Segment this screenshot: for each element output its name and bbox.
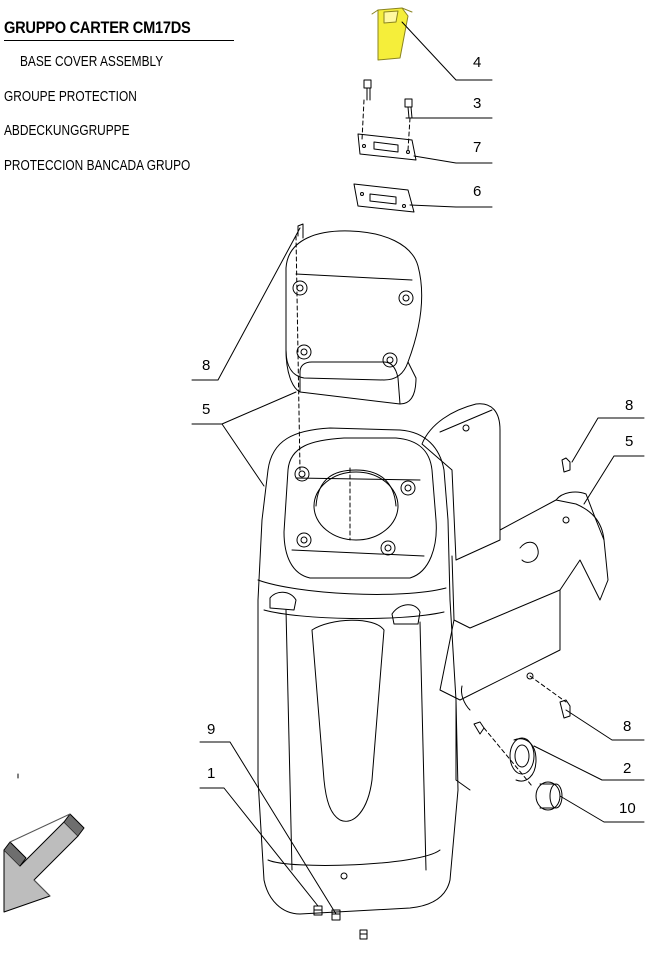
callout-8-top: 8 [202, 357, 210, 374]
part-7-plate [357, 133, 417, 161]
leader-lines [191, 21, 645, 915]
main-base-cover [257, 427, 459, 915]
callout-6: 6 [473, 183, 481, 200]
subtitle-de: ABDECKUNGGRUPPE [4, 123, 130, 139]
callout-10: 10 [619, 800, 636, 817]
part-4-bracket [371, 7, 413, 61]
callout-1: 1 [207, 765, 215, 782]
callout-8-right: 8 [625, 397, 633, 414]
title-underline [4, 40, 234, 41]
part-10-cap [535, 781, 563, 811]
callout-8-lower: 8 [623, 718, 631, 735]
subtitle-es: PROTECCION BANCADA GRUPO [4, 158, 191, 174]
callout-2: 2 [623, 760, 631, 777]
subtitle-en: BASE COVER ASSEMBLY [20, 54, 164, 70]
callout-3: 3 [473, 95, 481, 112]
subtitle-fr: GROUPE PROTECTION [4, 89, 137, 105]
callout-4: 4 [473, 54, 481, 71]
callout-labels: 4 3 7 6 8 5 8 5 8 2 10 9 1 [202, 54, 636, 817]
callout-5-left: 5 [202, 401, 210, 418]
part-3-screws [363, 79, 413, 119]
right-arm-housing [421, 403, 609, 791]
callout-7: 7 [473, 139, 481, 156]
callout-5-right: 5 [625, 433, 633, 450]
title-block: GRUPPO CARTER CM17DS [4, 18, 236, 41]
part-2-grommet [509, 737, 537, 782]
page-title: GRUPPO CARTER CM17DS [4, 18, 191, 37]
part-6-plate [353, 183, 415, 213]
direction-arrow-icon [3, 813, 85, 913]
callout-9: 9 [207, 721, 215, 738]
top-cover [285, 223, 423, 405]
